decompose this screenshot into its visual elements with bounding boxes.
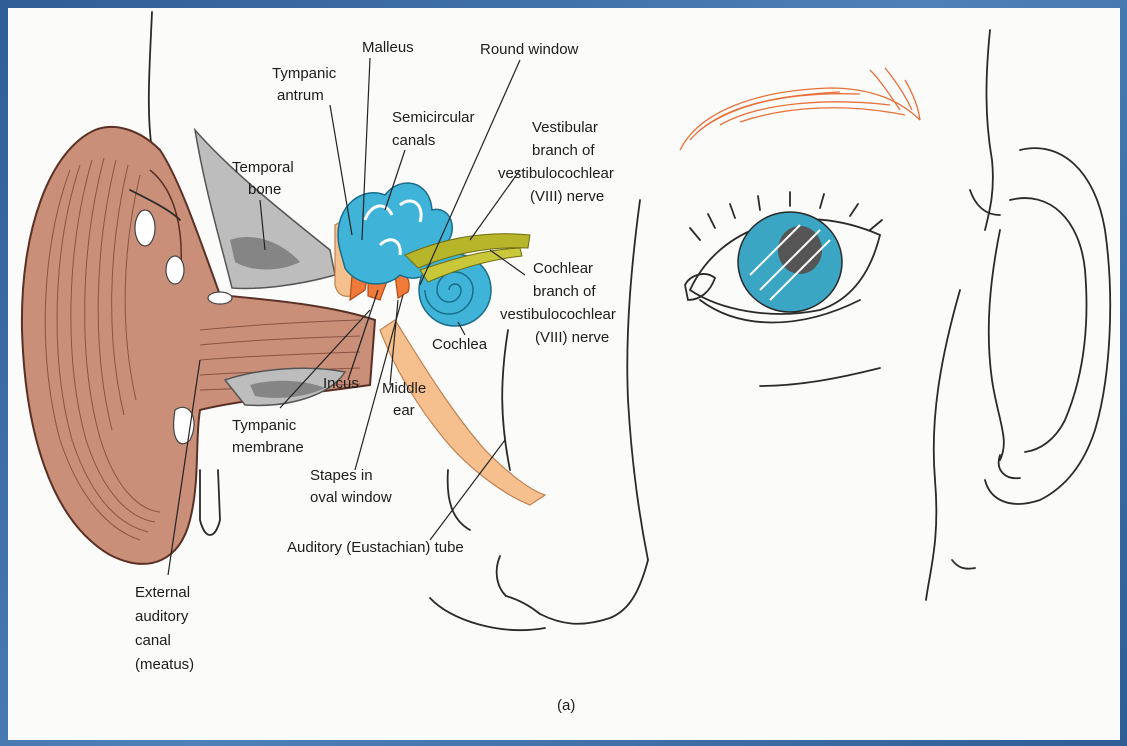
label-tympanic-membrane: Tympanic [232,417,297,434]
right-ear [952,148,1110,569]
eye [685,192,882,323]
label-cochlear-branch: Cochlear [533,260,593,277]
label-temporal-bone: Temporal [232,159,294,176]
label-stapes-2: oval window [310,489,392,506]
label-vestibular-branch: Vestibular [532,119,598,136]
label-cochlear-branch-2: branch of [533,283,596,300]
label-cochlear-branch-4: (VIII) nerve [535,329,609,346]
label-cochlea: Cochlea [432,336,488,353]
label-tympanic-antrum: Tympanic [272,65,337,82]
label-middle-ear: Middle [382,380,426,397]
label-external-canal-3: canal [135,632,171,649]
label-external-canal-4: (meatus) [135,656,194,673]
eyebrow [680,68,920,150]
label-incus: Incus [323,375,359,392]
label-vestibular-branch-4: (VIII) nerve [530,188,604,205]
label-external-canal-2: auditory [135,608,189,625]
label-temporal-bone-2: bone [248,181,281,198]
label-stapes: Stapes in [310,467,373,484]
label-semicircular-canals: Semicircular [392,109,475,126]
label-cochlear-branch-3: vestibulocochlear [500,306,616,323]
label-vestibular-branch-3: vestibulocochlear [498,165,614,182]
label-middle-ear-2: ear [393,402,415,419]
label-tympanic-membrane-2: membrane [232,439,304,456]
label-auditory-tube: Auditory (Eustachian) tube [287,539,464,556]
label-semicircular-canals-2: canals [392,132,435,149]
label-malleus: Malleus [362,39,414,56]
label-vestibular-branch-2: branch of [532,142,595,159]
label-external-canal: External [135,584,190,601]
label-round-window: Round window [480,41,579,58]
label-tympanic-antrum-2: antrum [277,87,324,104]
panel-label: (a) [557,697,575,714]
